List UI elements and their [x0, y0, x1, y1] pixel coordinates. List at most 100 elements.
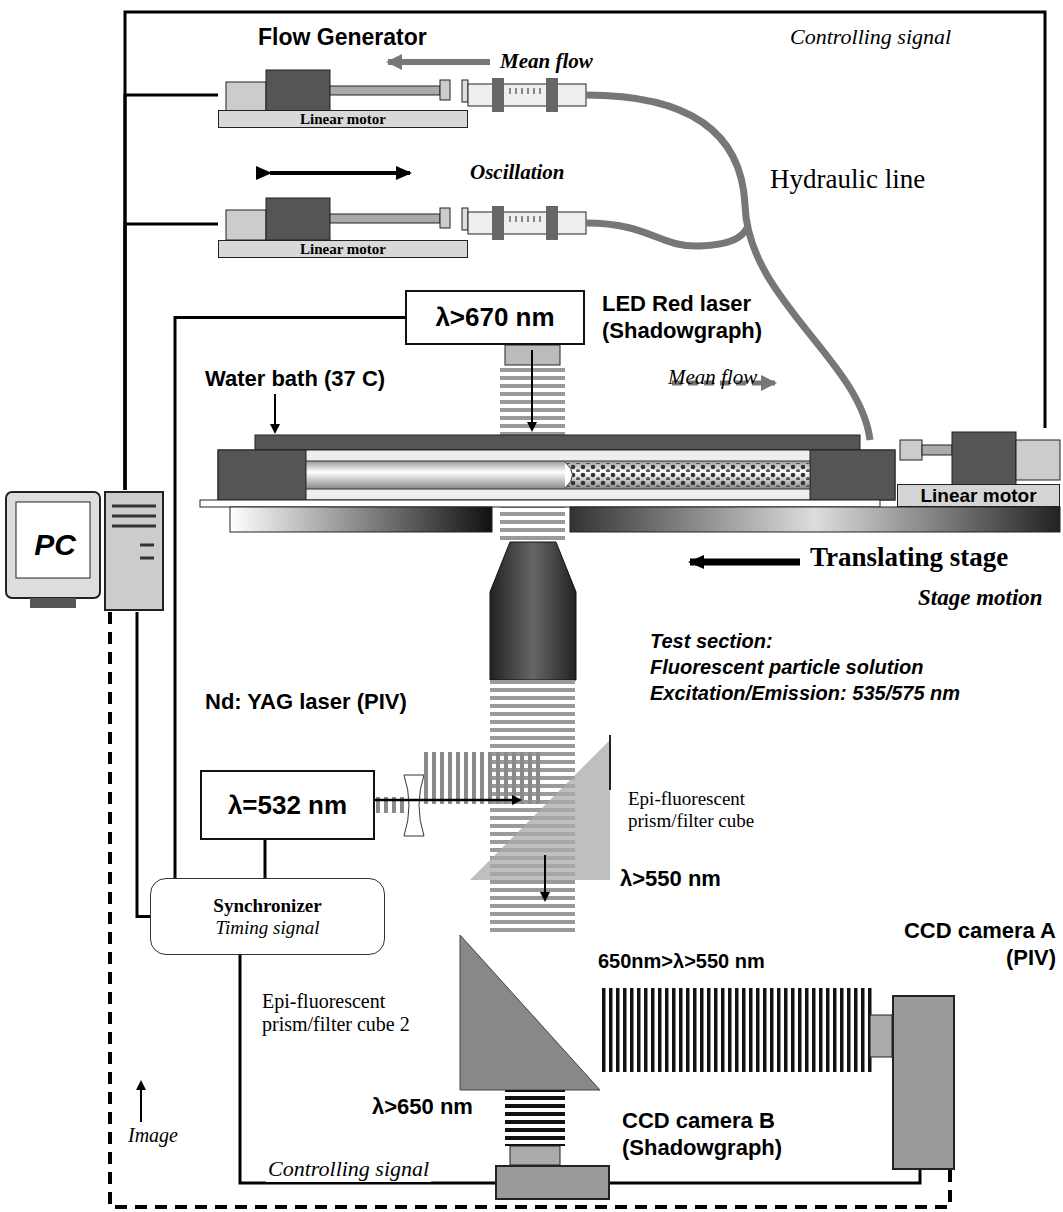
drawing-part: [274, 394, 276, 432]
drawing-part: [424, 752, 544, 804]
drawing-part: [375, 799, 520, 802]
optical-path: [375, 680, 892, 1165]
drawing-part: [870, 1015, 892, 1057]
annotation-label: Mean flow: [668, 365, 757, 390]
pc-label: PC: [19, 528, 91, 562]
mean-flow-arrow: [388, 62, 490, 63]
node-box: Linear motor: [218, 190, 468, 258]
drawing-part: [510, 88, 540, 94]
drawing-part: [600, 988, 872, 1072]
drawing-part: [810, 450, 895, 500]
drawing-part: [218, 450, 306, 500]
wavelength-label: λ>670 nm: [435, 302, 554, 333]
annotation-label: Excitation/Emission: 535/575 nm: [650, 682, 960, 705]
annotation-label: 650nm>λ>550 nm: [598, 950, 765, 973]
motor-label: Linear motor: [897, 484, 1060, 507]
drawing-part: [266, 70, 330, 112]
drawing-part: [609, 735, 611, 790]
annotation-label: Flow Generator: [258, 24, 427, 51]
control-wire: [240, 955, 495, 1183]
drawing-part: [460, 935, 600, 1090]
syringe-pump: [226, 70, 586, 112]
laser-label: Nd: YAG laser (PIV): [205, 688, 415, 715]
drawing-part: [140, 1082, 142, 1122]
drawing-part: [570, 507, 1060, 532]
oscillation-arrow: [270, 173, 410, 174]
drawing-part: [330, 86, 440, 95]
timing-label: Timing signal: [216, 917, 320, 939]
water-bath-pointer: [275, 394, 276, 432]
drawing-part: [230, 507, 492, 532]
drawing-part: [200, 500, 880, 507]
annotation-label: Image: [128, 1124, 178, 1147]
control-wire: [610, 1170, 920, 1183]
node-box: SynchronizerTiming signal: [150, 878, 385, 955]
drawing-part: [490, 542, 576, 680]
drawing-part: [565, 462, 573, 488]
annotation-label: Mean flow: [500, 49, 593, 74]
control-wire: [264, 840, 267, 878]
node-box: Linear motor: [897, 428, 1060, 507]
drawing-part: [105, 492, 163, 610]
drawing-part: [404, 775, 424, 836]
control-wire: [125, 224, 218, 490]
annotation-label: Test section:: [650, 630, 773, 653]
drawing-part: [922, 445, 952, 455]
signal-label: Controlling signal: [266, 1156, 431, 1182]
drawing-part: [270, 171, 410, 175]
node-box: λ>670 nmLED Red laser (Shadowgraph): [405, 290, 585, 345]
drawing-part: [226, 198, 586, 240]
annotation-label: λ>550 nm: [620, 866, 721, 892]
annotation-label: Hydraulic line: [770, 164, 925, 195]
node-box: Linear motor: [218, 62, 468, 128]
node-box: PC: [5, 490, 165, 612]
drawing-part: [218, 450, 895, 500]
hydraulic-line: [586, 95, 870, 440]
drawing-part: [468, 84, 586, 106]
motor-label: Linear motor: [218, 240, 468, 258]
drawing-part: [500, 505, 565, 543]
drawing-part: [544, 855, 546, 900]
microscope-objective: [490, 542, 576, 680]
laser-label: LED Red laser (Shadowgraph): [602, 290, 812, 344]
drawing-part: [531, 350, 533, 430]
image-arrow: [141, 1082, 142, 1122]
node-box: CCD camera B (Shadowgraph): [495, 1165, 610, 1200]
drawing-part: [30, 598, 76, 608]
pc-illustration: [6, 492, 163, 610]
annotation-label: Fluorescent particle solution: [650, 656, 923, 679]
drawing-part: [586, 95, 870, 440]
control-wire: [137, 612, 150, 917]
drawing-part: [565, 463, 810, 487]
translating-stage-arrow: [690, 562, 800, 563]
camera-label: CCD camera B (Shadowgraph): [622, 1107, 842, 1161]
annotation-label: Epi-fluorescent prism/filter cube 2: [262, 990, 457, 1036]
annotation-label: λ>650 nm: [372, 1094, 473, 1120]
signal-label: Controlling signal: [788, 24, 953, 50]
annotation-label: Translating stage: [810, 542, 1008, 573]
drawing-part: [112, 506, 156, 558]
synchronizer-label: Synchronizer: [213, 895, 321, 917]
annotation-label: Stage motion: [918, 585, 1043, 611]
drawing-part: [16, 502, 90, 578]
drawing-part: [440, 80, 450, 100]
drawing-part: [462, 80, 468, 102]
drawing-part: [470, 740, 610, 880]
drawing-part: [690, 559, 800, 566]
drawing-part: [255, 435, 860, 450]
drawing-part: [388, 59, 490, 65]
node-box: CCD camera A (PIV): [892, 995, 955, 1170]
drawing-part: [586, 223, 747, 246]
control-wire: [175, 318, 405, 879]
control-wire: [125, 12, 1045, 490]
drawing-part: [1016, 440, 1060, 480]
drawing-part: [226, 82, 266, 112]
drawing-part: [306, 461, 810, 489]
drawing-part: [492, 78, 504, 112]
drawing-part: [510, 1146, 560, 1165]
drawing-part: [505, 1090, 565, 1146]
drawing-part: [900, 440, 922, 460]
node-box: λ=532 nmNd: YAG laser (PIV): [200, 770, 375, 840]
motor-label: Linear motor: [218, 110, 468, 128]
drawing-part: [952, 432, 1016, 485]
